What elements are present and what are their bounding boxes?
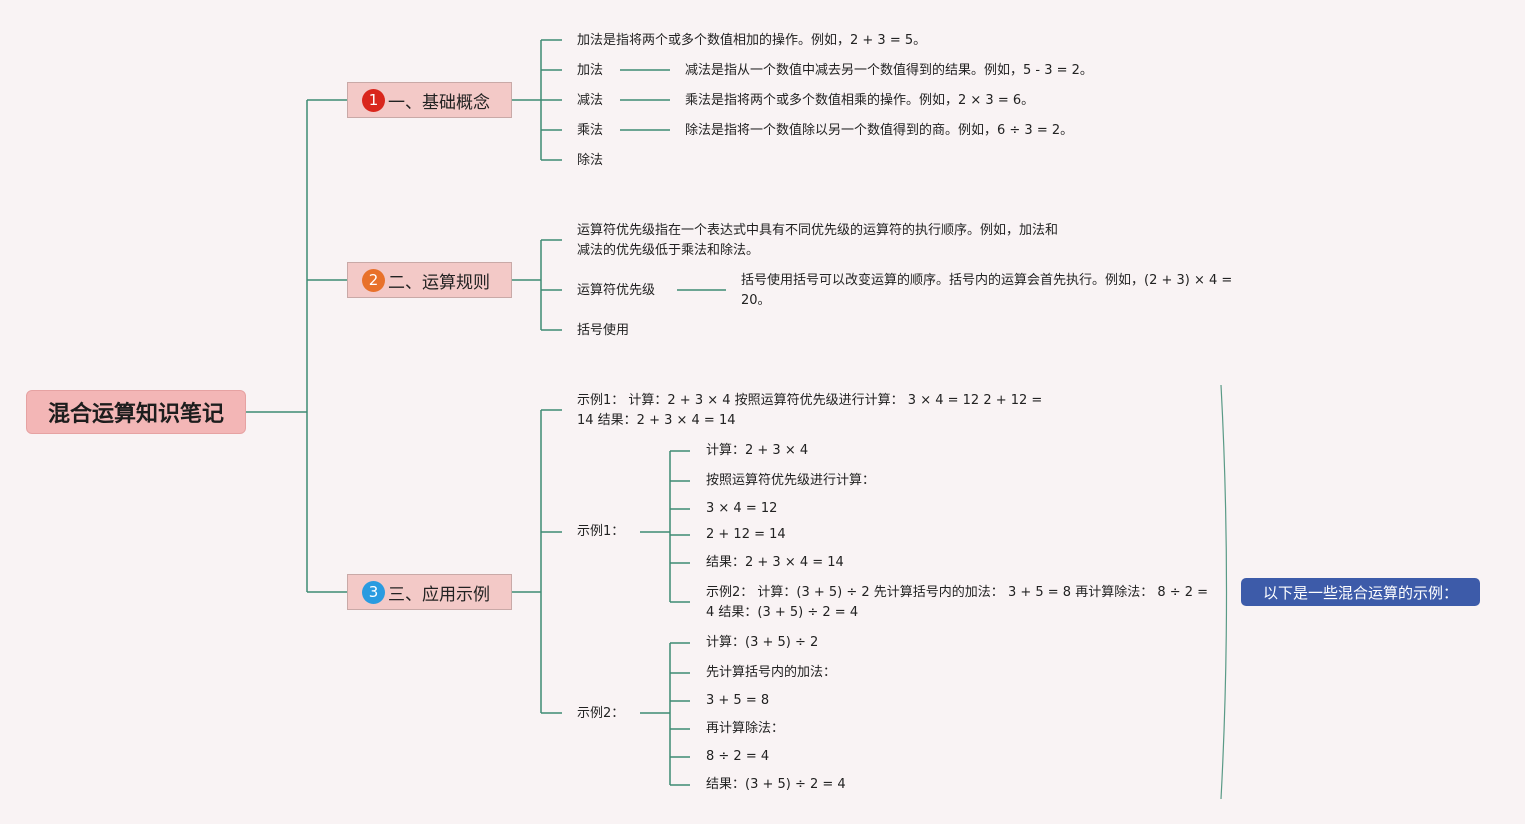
example-1-step[interactable]: 3 × 4 = 12 [706,501,778,516]
topic-brackets[interactable]: 括号使用 [577,323,630,338]
topic-intro[interactable]: 加法是指将两个或多个数值相加的操作。例如，2 + 3 = 5。 [577,33,927,48]
topic-example-1[interactable]: 示例1： [577,524,625,539]
branch-title: 一、基础概念 [388,92,490,113]
number-2-icon: 2 [362,268,385,292]
topic-division[interactable]: 除法 [577,153,604,168]
number-1-icon: 1 [362,88,385,112]
branch-title: 三、应用示例 [388,584,490,605]
number-3-icon: 3 [362,580,385,604]
topic-priority-intro[interactable]: 运算符优先级指在一个表达式中具有不同优先级的运算符的执行顺序。例如，加法和减法的… [577,223,1059,258]
example-1-step[interactable]: 计算：2 + 3 × 4 [706,443,809,458]
root-title: 混合运算知识笔记 [47,402,224,427]
example-2-step[interactable]: 结果：(3 + 5) ÷ 2 = 4 [706,777,846,792]
branch-title: 二、运算规则 [388,272,490,293]
topic-multiplication-desc[interactable]: 除法是指将一个数值除以另一个数值得到的商。例如，6 ÷ 3 = 2。 [685,123,1074,138]
topic-addition-desc[interactable]: 减法是指从一个数值中减去另一个数值得到的结果。例如，5 - 3 = 2。 [685,63,1093,78]
example-1-step[interactable]: 2 + 12 = 14 [706,527,786,542]
example-1-step[interactable]: 结果：2 + 3 × 4 = 14 [706,555,844,570]
summary-node[interactable]: 以下是一些混合运算的示例： [1241,578,1480,606]
branch-operation-rules[interactable]: 2 二、运算规则 [347,262,512,298]
example-2-step[interactable]: 3 + 5 = 8 [706,693,770,708]
topic-subtraction[interactable]: 减法 [577,93,604,108]
summary-label: 以下是一些混合运算的示例： [1262,583,1458,602]
example-1-step[interactable]: 示例2： 计算：(3 + 5) ÷ 2 先计算括号内的加法： 3 + 5 = 8… [706,585,1209,620]
branch-examples[interactable]: 3 三、应用示例 [347,574,512,610]
branch-basic-concepts[interactable]: 1 一、基础概念 [347,82,512,118]
example-2-step[interactable]: 计算：(3 + 5) ÷ 2 [706,635,819,650]
topic-multiplication[interactable]: 乘法 [577,123,604,138]
topic-addition[interactable]: 加法 [577,63,604,78]
topic-operator-priority[interactable]: 运算符优先级 [577,283,656,298]
topic-example-2[interactable]: 示例2： [577,706,625,721]
example-1-step[interactable]: 按照运算符优先级进行计算： [706,473,876,488]
topic-example-intro[interactable]: 示例1： 计算：2 + 3 × 4 按照运算符优先级进行计算： 3 × 4 = … [577,393,1043,428]
example-2-step[interactable]: 8 ÷ 2 = 4 [706,749,770,764]
topic-subtraction-desc[interactable]: 乘法是指将两个或多个数值相乘的操作。例如，2 × 3 = 6。 [685,93,1035,108]
topic-priority-desc[interactable]: 括号使用括号可以改变运算的顺序。括号内的运算会首先执行。例如，(2 + 3) ×… [741,273,1233,308]
example-2-step[interactable]: 先计算括号内的加法： [706,665,837,680]
root-node[interactable]: 混合运算知识笔记 [26,390,246,434]
example-2-step[interactable]: 再计算除法： [706,721,785,736]
